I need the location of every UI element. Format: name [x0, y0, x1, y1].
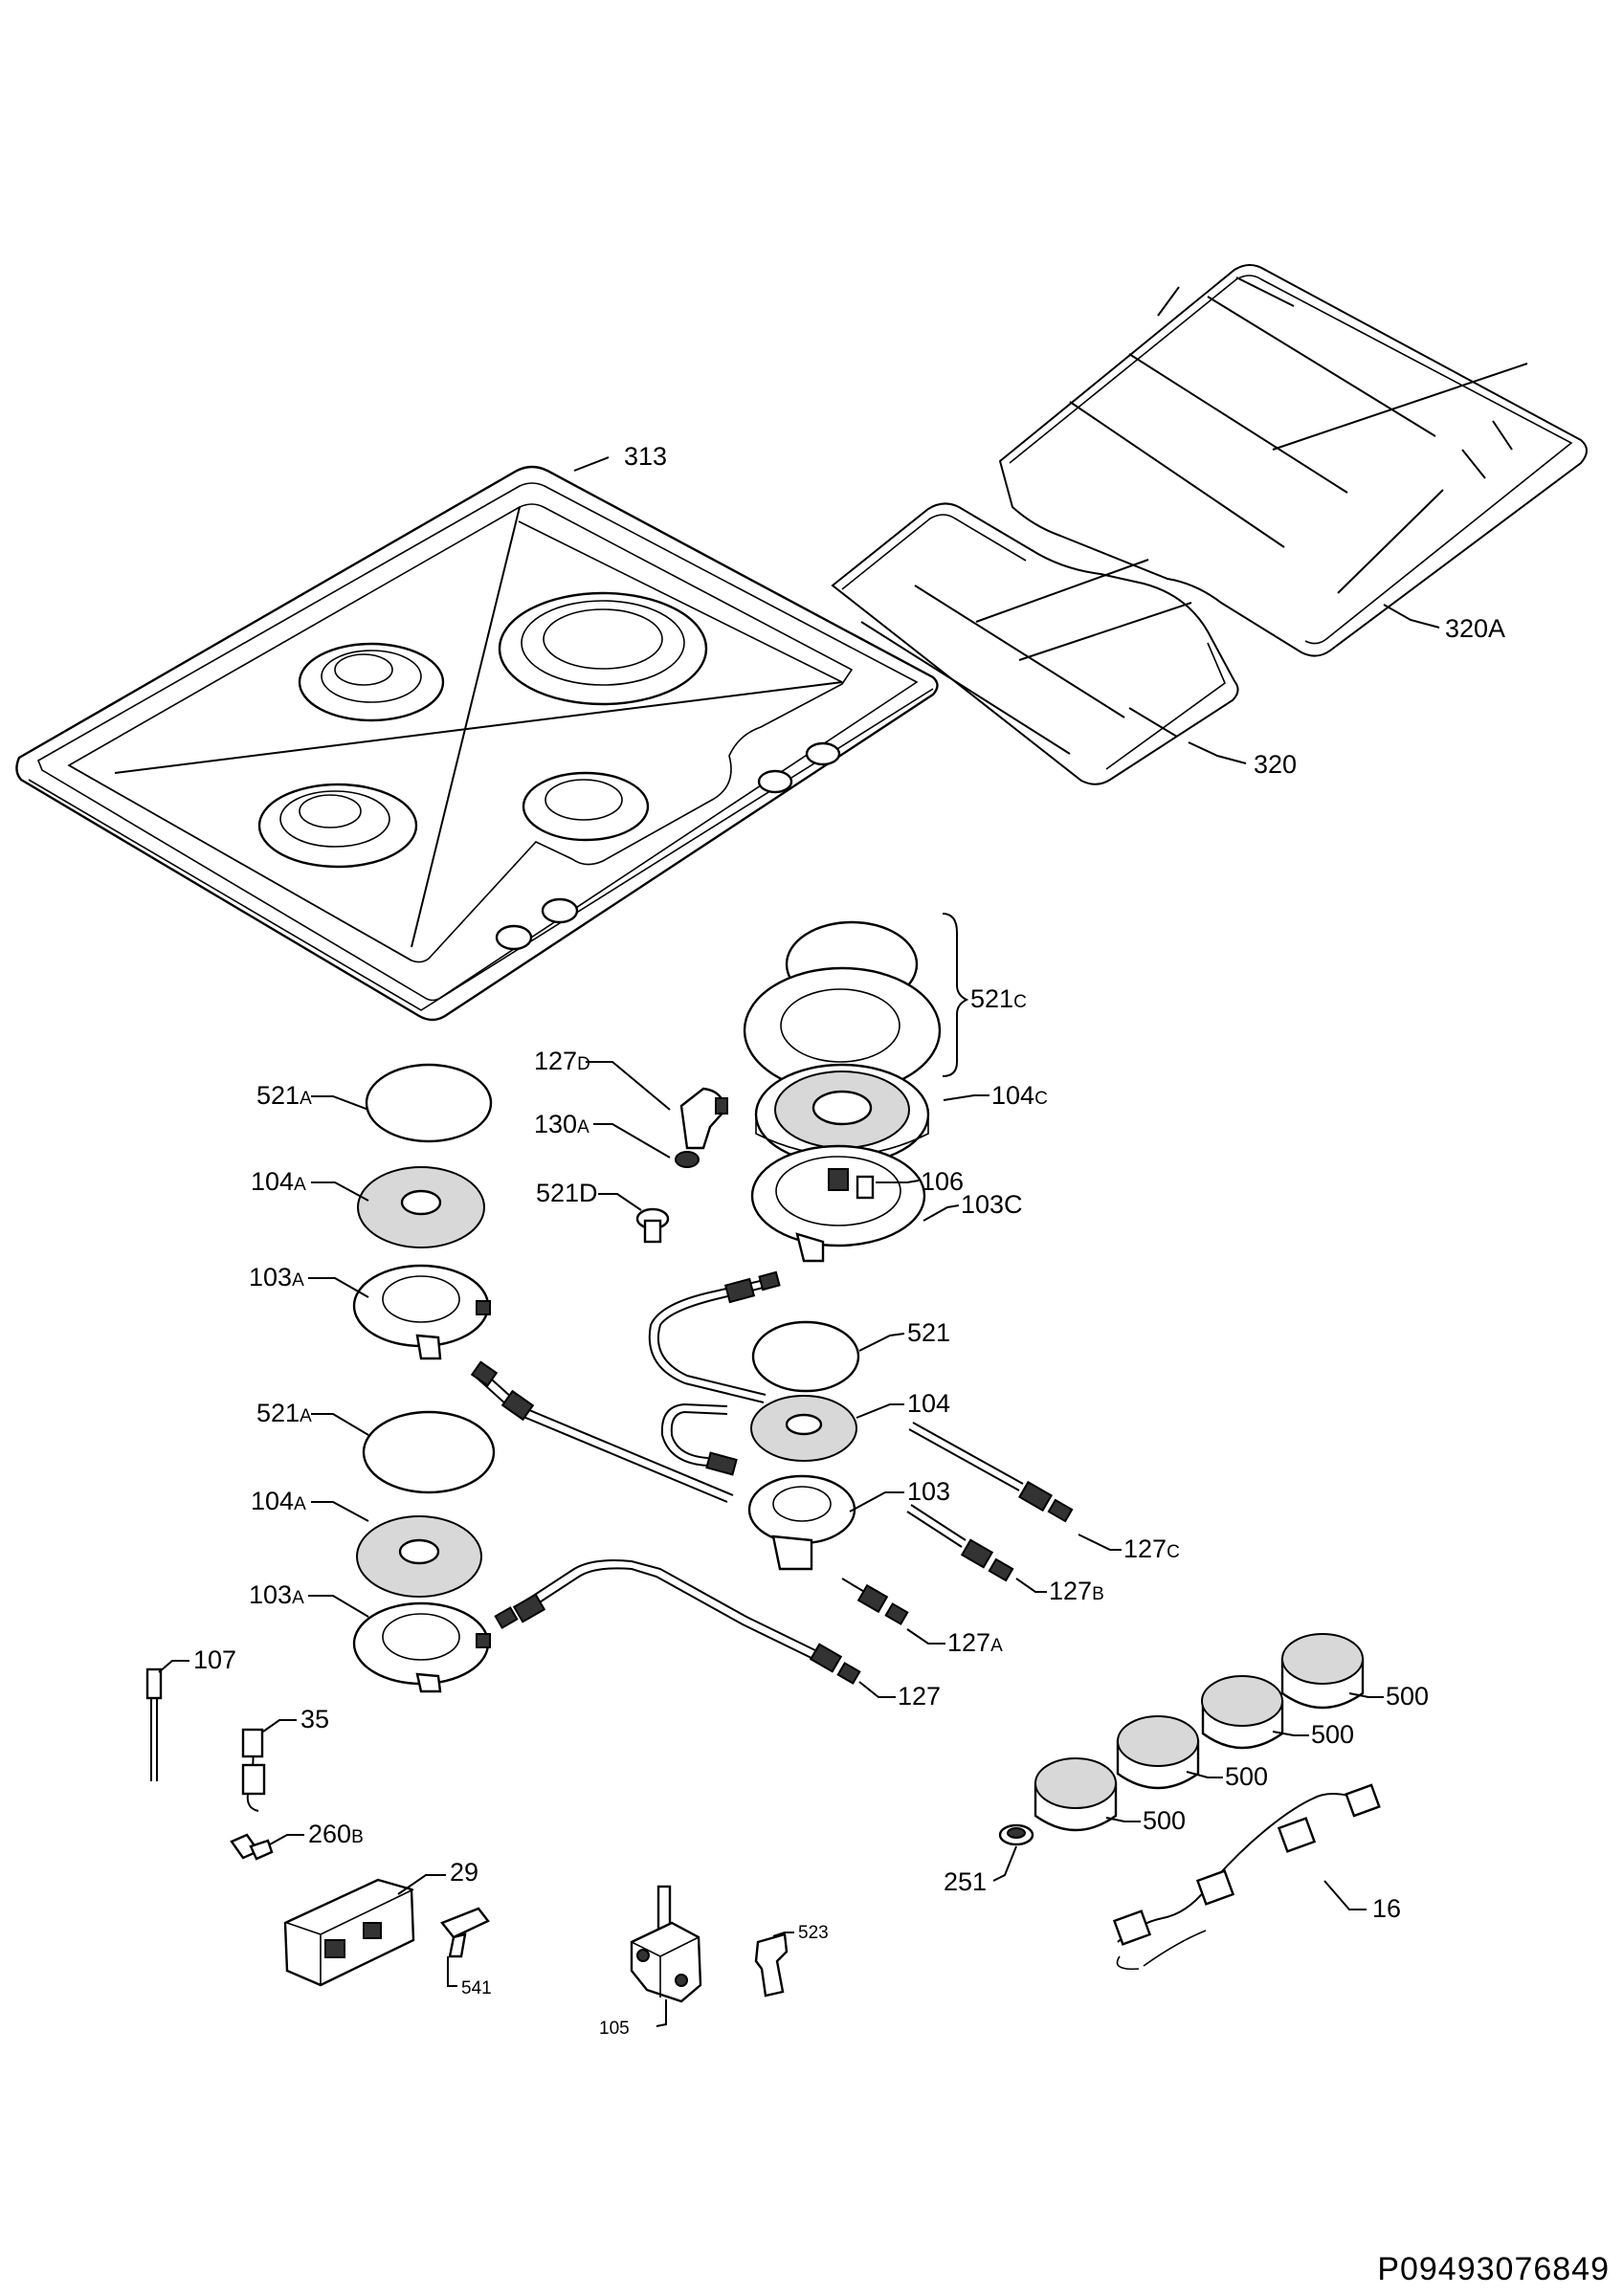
callout-103A-lower: 103A	[249, 1580, 304, 1609]
callout-103C: 103C	[961, 1190, 1023, 1219]
pan-support-320	[831, 502, 1239, 785]
callout-521: 521	[907, 1318, 950, 1347]
callout-127D: 127D	[534, 1047, 590, 1075]
callout-105: 105	[599, 2019, 630, 2039]
knob-500-4	[1034, 1757, 1118, 1832]
leader-lines	[158, 456, 1440, 2027]
callout-521A-lower: 521A	[256, 1399, 312, 1427]
grommet-251	[998, 1823, 1034, 1846]
callout-320A: 320A	[1445, 614, 1505, 643]
callout-104C: 104C	[991, 1081, 1048, 1110]
hob-top-part	[15, 465, 939, 1022]
pan-support-320A	[998, 264, 1588, 657]
callout-35: 35	[300, 1705, 329, 1733]
flame-ring-521C	[743, 966, 942, 1094]
callout-104: 104	[907, 1389, 950, 1418]
connector-541	[440, 1907, 490, 1958]
callout-127A: 127A	[947, 1628, 1003, 1657]
burner-crown-104C	[754, 1063, 930, 1166]
callout-521D: 521D	[536, 1179, 598, 1207]
callout-127C: 127C	[1123, 1534, 1180, 1563]
knob-500-3	[1116, 1715, 1200, 1790]
callout-260B: 260B	[308, 1820, 364, 1848]
elbow-127D	[679, 1087, 728, 1150]
burner-crown-104A-lower	[356, 1515, 482, 1598]
callout-500-3: 500	[1225, 1762, 1268, 1791]
callout-523: 523	[798, 1923, 829, 1943]
callout-127: 127	[898, 1682, 941, 1711]
bracket-523	[754, 1932, 789, 1998]
callout-104A-lower: 104A	[251, 1487, 306, 1515]
callout-labels: 313 320A 320 521C 127D 521A 104C 130A 10…	[193, 442, 1505, 2039]
gasket-130A	[675, 1151, 700, 1168]
gas-valve-105	[630, 1885, 702, 2003]
brace-521C	[942, 913, 969, 1077]
burner-base-103A-lower	[352, 1601, 491, 1693]
callout-500-1: 500	[1386, 1682, 1429, 1711]
document-code: P09493076849	[1377, 2251, 1610, 2287]
callout-16: 16	[1372, 1894, 1401, 1923]
callout-521A-upper: 521A	[256, 1081, 312, 1110]
clip-260B	[230, 1833, 274, 1861]
callout-29: 29	[450, 1858, 478, 1887]
switch-harness-16	[1112, 1783, 1381, 1971]
injector-521D	[635, 1207, 670, 1244]
knob-500-2	[1201, 1675, 1284, 1750]
gas-pipes	[470, 1270, 1074, 1685]
callout-103: 103	[907, 1477, 950, 1506]
callout-107: 107	[193, 1645, 236, 1674]
callout-313: 313	[624, 442, 667, 471]
spark-generator-29	[283, 1878, 415, 1987]
callout-103A-upper: 103A	[249, 1263, 304, 1292]
callout-251: 251	[944, 1867, 987, 1896]
burner-crown-104	[750, 1395, 857, 1462]
burner-cap-521	[751, 1320, 860, 1393]
knob-500-1	[1280, 1633, 1365, 1710]
burner-crown-104A-upper	[357, 1166, 485, 1248]
callout-130A: 130A	[534, 1110, 589, 1138]
thermocouple-107	[145, 1667, 163, 1781]
callout-104A-upper: 104A	[251, 1167, 306, 1196]
callout-541: 541	[461, 1978, 492, 1998]
burner-cap-521A-lower	[362, 1410, 496, 1494]
callout-500-4: 500	[1143, 1806, 1186, 1835]
callout-320: 320	[1254, 750, 1297, 779]
burner-cap-521A-upper	[365, 1063, 493, 1143]
callout-106: 106	[921, 1167, 964, 1196]
ignition-lead-35	[241, 1728, 266, 1812]
callout-500-2: 500	[1311, 1720, 1354, 1749]
burner-base-103C	[750, 1144, 926, 1263]
callout-521C: 521C	[970, 984, 1027, 1013]
callout-127B: 127B	[1049, 1577, 1104, 1605]
burner-base-103	[747, 1474, 856, 1571]
electrode-106	[856, 1175, 875, 1200]
burner-base-103A-upper	[352, 1264, 491, 1360]
